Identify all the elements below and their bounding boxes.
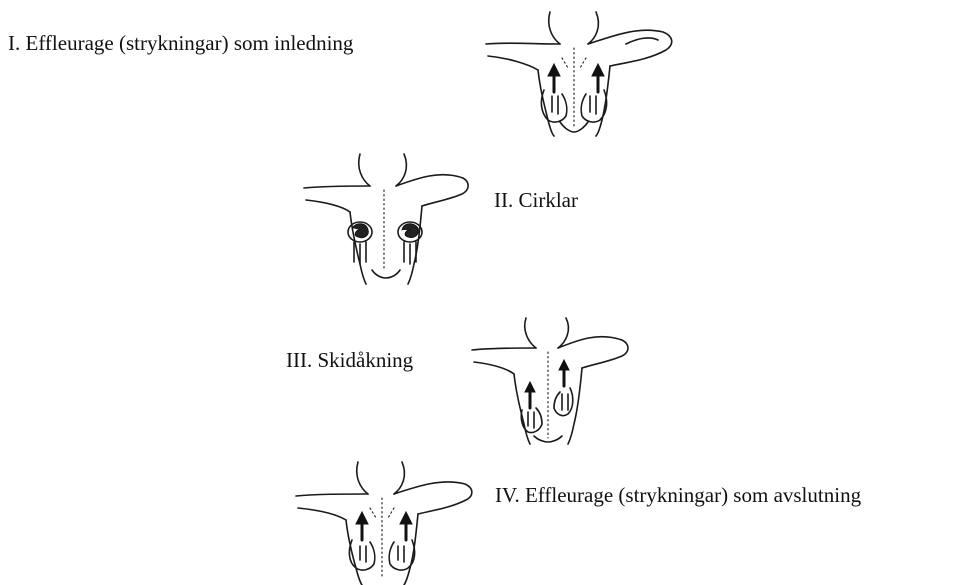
step-2-illustration [298, 150, 478, 285]
step-4-label: IV. Effleurage (strykningar) som avslutn… [495, 485, 861, 506]
back-massage-alternating-strokes-icon [466, 314, 636, 444]
step-1-illustration [478, 8, 678, 138]
back-massage-circles-icon [298, 150, 478, 285]
back-massage-upward-strokes-icon [478, 8, 678, 138]
step-3-illustration [466, 314, 636, 444]
back-massage-upward-strokes-icon-2 [290, 460, 480, 585]
step-4-illustration [290, 460, 480, 585]
step-1-label: I. Effleurage (strykningar) som inlednin… [8, 33, 353, 54]
step-2-label: II. Cirklar [494, 190, 578, 211]
step-3-label: III. Skidåkning [286, 350, 413, 371]
